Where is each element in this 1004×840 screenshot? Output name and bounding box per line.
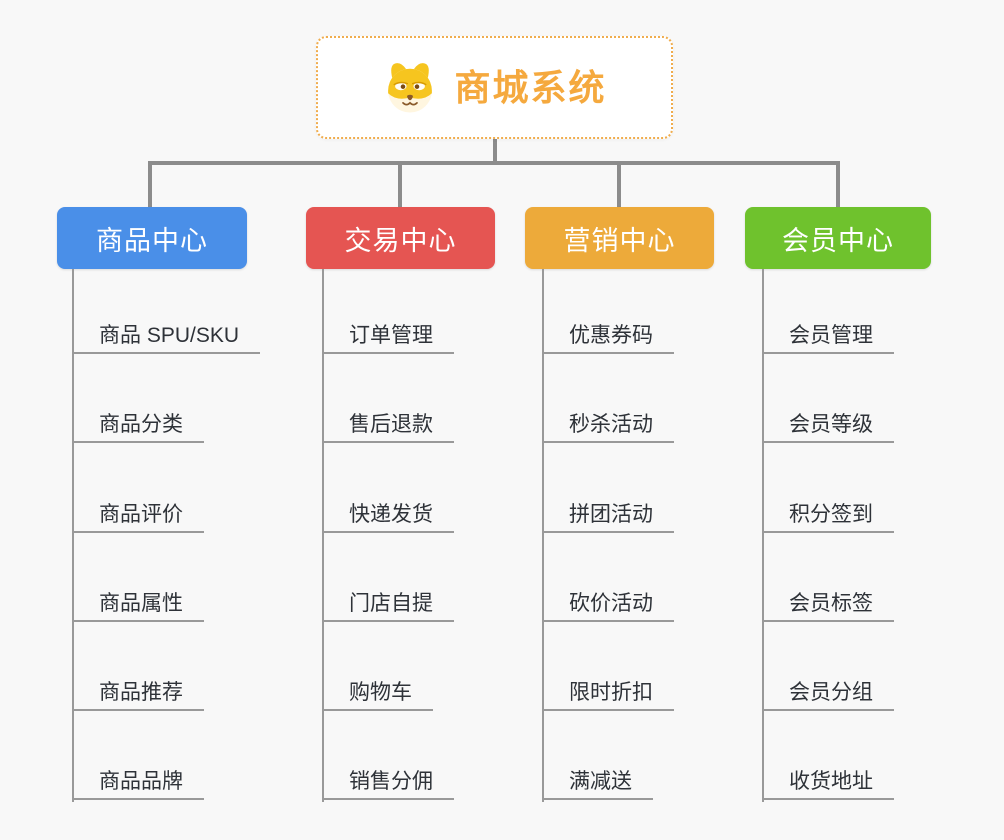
leaf-item[interactable]: 商品推荐 [72, 677, 204, 711]
leaf-item[interactable]: 拼团活动 [542, 499, 674, 533]
branch-node-member-center[interactable]: 会员中心 [745, 207, 931, 269]
leaf-item[interactable]: 商品评价 [72, 499, 204, 533]
leaf-item[interactable]: 秒杀活动 [542, 409, 674, 443]
leaf-trunk-connector [762, 269, 764, 802]
branch-drop-connector [617, 161, 621, 207]
dog-face-icon [382, 60, 438, 116]
leaf-item[interactable]: 商品品牌 [72, 766, 204, 800]
branch-node-marketing-center[interactable]: 营销中心 [525, 207, 714, 269]
leaf-item[interactable]: 会员标签 [762, 588, 894, 622]
branch-node-product-center[interactable]: 商品中心 [57, 207, 247, 269]
leaf-item[interactable]: 订单管理 [322, 320, 454, 354]
leaf-trunk-connector [542, 269, 544, 802]
leaf-item[interactable]: 积分签到 [762, 499, 894, 533]
leaf-item[interactable]: 商品属性 [72, 588, 204, 622]
leaf-item[interactable]: 砍价活动 [542, 588, 674, 622]
leaf-item[interactable]: 优惠券码 [542, 320, 674, 354]
root-node-title: 商城系统 [454, 66, 607, 108]
leaf-item[interactable]: 门店自提 [322, 588, 454, 622]
leaf-item[interactable]: 会员管理 [762, 320, 894, 354]
leaf-item[interactable]: 收货地址 [762, 766, 894, 800]
branch-node-trade-center[interactable]: 交易中心 [306, 207, 495, 269]
branch-bus-connector [148, 161, 840, 165]
root-stem-connector [493, 139, 497, 165]
branch-drop-connector [398, 161, 402, 207]
leaf-item[interactable]: 满减送 [542, 766, 653, 800]
root-node-mall-system[interactable]: 商城系统 [316, 36, 673, 139]
leaf-trunk-connector [72, 269, 74, 802]
leaf-item[interactable]: 购物车 [322, 677, 433, 711]
leaf-item[interactable]: 会员等级 [762, 409, 894, 443]
leaf-item[interactable]: 限时折扣 [542, 677, 674, 711]
leaf-item[interactable]: 商品 SPU/SKU [72, 320, 261, 354]
leaf-trunk-connector [322, 269, 324, 802]
leaf-item[interactable]: 商品分类 [72, 409, 204, 443]
leaf-item[interactable]: 快递发货 [322, 499, 454, 533]
branch-drop-connector [836, 161, 840, 207]
leaf-item[interactable]: 销售分佣 [322, 766, 454, 800]
branch-drop-connector [148, 161, 152, 207]
leaf-item[interactable]: 售后退款 [322, 409, 454, 443]
leaf-item[interactable]: 会员分组 [762, 677, 894, 711]
